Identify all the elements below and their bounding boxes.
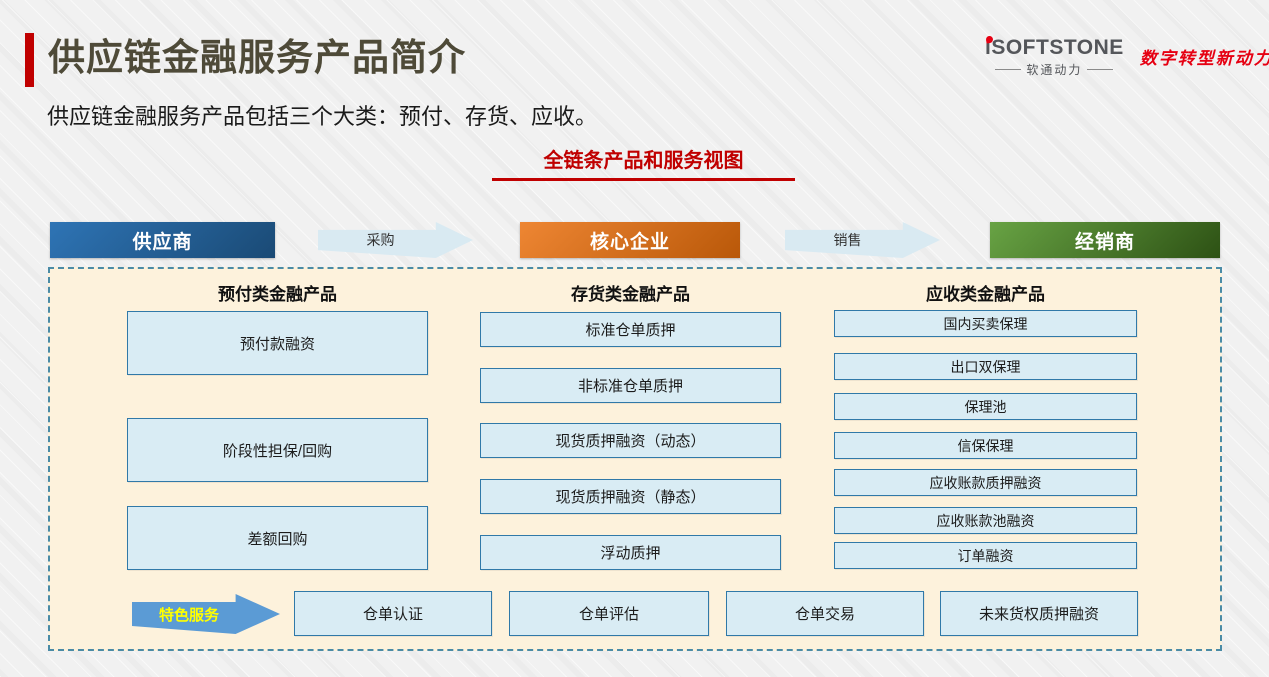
page-title: 供应链金融服务产品简介 [48, 37, 466, 78]
product-box: 现货质押融资（动态） [480, 423, 781, 458]
product-box: 订单融资 [834, 542, 1137, 569]
product-box: 应收账款池融资 [834, 507, 1137, 534]
logo-right-rule [1087, 69, 1114, 70]
product-box: 国内买卖保理 [834, 310, 1137, 337]
logo-slogan: 数字转型新动力 [1139, 49, 1269, 68]
column-header-inventory: 存货类金融产品 [571, 285, 690, 304]
product-box: 标准仓单质押 [480, 312, 781, 347]
logo-left-rule [995, 69, 1022, 70]
product-box: 出口双保理 [834, 353, 1137, 380]
special-service-box: 仓单交易 [726, 591, 924, 636]
flow-arrow-sales: 销售 [785, 222, 940, 258]
products-panel: 预付类金融产品 存货类金融产品 应收类金融产品 预付款融资 阶段性担保/回购 差… [48, 267, 1222, 651]
section-heading: 全链条产品和服务视图 [492, 144, 795, 181]
special-service-box: 仓单认证 [294, 591, 492, 636]
special-services-arrow: 特色服务 [132, 594, 280, 634]
product-box: 浮动质押 [480, 535, 781, 570]
flow-node-supplier: 供应商 [50, 222, 275, 258]
product-box: 预付款融资 [127, 311, 428, 375]
logo-brand-cn: 软通动力 [1026, 63, 1083, 77]
isoftstone-logo: iSOFTSTONE 软通动力 数字转型新动力 [985, 35, 1269, 78]
slide-subtitle: 供应链金融服务产品包括三个大类：预付、存货、应收。 [47, 104, 598, 129]
column-header-receivable: 应收类金融产品 [926, 285, 1045, 304]
product-box: 非标准仓单质押 [480, 368, 781, 403]
logo-wordmark: iSOFTSTONE 软通动力 [985, 35, 1124, 78]
product-box: 阶段性担保/回购 [127, 418, 428, 482]
special-service-box: 仓单评估 [509, 591, 709, 636]
flow-arrow-procurement: 采购 [318, 222, 473, 258]
product-box: 保理池 [834, 393, 1137, 420]
logo-brand-text: iSOFTSTONE [985, 36, 1124, 59]
column-header-prepaid: 预付类金融产品 [218, 285, 337, 304]
flow-node-core-enterprise: 核心企业 [520, 222, 740, 258]
special-service-box: 未来货权质押融资 [940, 591, 1138, 636]
product-box: 信保保理 [834, 432, 1137, 459]
product-box: 差额回购 [127, 506, 428, 570]
product-box: 现货质押融资（静态） [480, 479, 781, 514]
flow-node-distributor: 经销商 [990, 222, 1220, 258]
product-box: 应收账款质押融资 [834, 469, 1137, 496]
title-accent-bar [25, 33, 34, 87]
